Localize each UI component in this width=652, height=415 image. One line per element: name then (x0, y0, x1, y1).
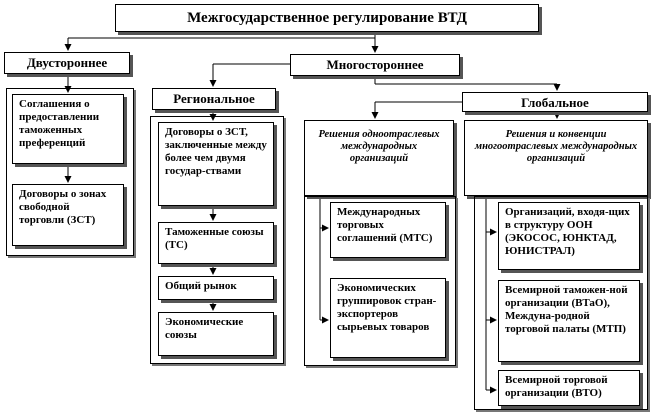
multilateral-header: Многостороннее (290, 54, 460, 76)
multi-industry-frame (474, 196, 648, 410)
regional-item-customs-union: Таможенные союзы (ТС) (158, 222, 274, 264)
multi-industry-item-un: Организаций, входя-щих в структуру ООН (… (498, 202, 640, 270)
multi-industry-item-wco: Всемирной таможен-ной организации (ВТаО)… (498, 280, 640, 362)
regional-header: Региональное (152, 88, 276, 110)
regional-group-frame (150, 116, 284, 364)
global-header: Глобальное (462, 92, 648, 112)
single-industry-label: Решения одноотраслевых международных орг… (304, 120, 454, 196)
bilateral-header: Двустороннее (4, 52, 130, 74)
regional-item-common-market: Общий рынок (158, 276, 274, 300)
single-industry-item-exporters: Экономических группировок стран-экспорте… (330, 278, 446, 358)
multi-industry-item-wto: Всемирной торговой организации (ВТО) (498, 370, 640, 406)
single-industry-item-mts: Международных торговых соглашений (МТС) (330, 202, 446, 258)
regional-item-economic-union: Экономические союзы (158, 312, 274, 356)
diagram-title: Межгосударственное регулирование ВТД (115, 4, 539, 32)
bilateral-item-preferences: Соглашения о предоставлении таможенных п… (12, 94, 124, 164)
regional-item-fta-multi: Договоры о ЗСТ, заключенные между более … (158, 122, 274, 206)
bilateral-item-fta: Договоры о зонах свободной торговли (ЗСТ… (12, 184, 124, 246)
bilateral-group-frame (6, 88, 134, 256)
multi-industry-label: Решения и конвенции многоотраслевых межд… (464, 120, 648, 196)
single-industry-frame (304, 196, 456, 366)
